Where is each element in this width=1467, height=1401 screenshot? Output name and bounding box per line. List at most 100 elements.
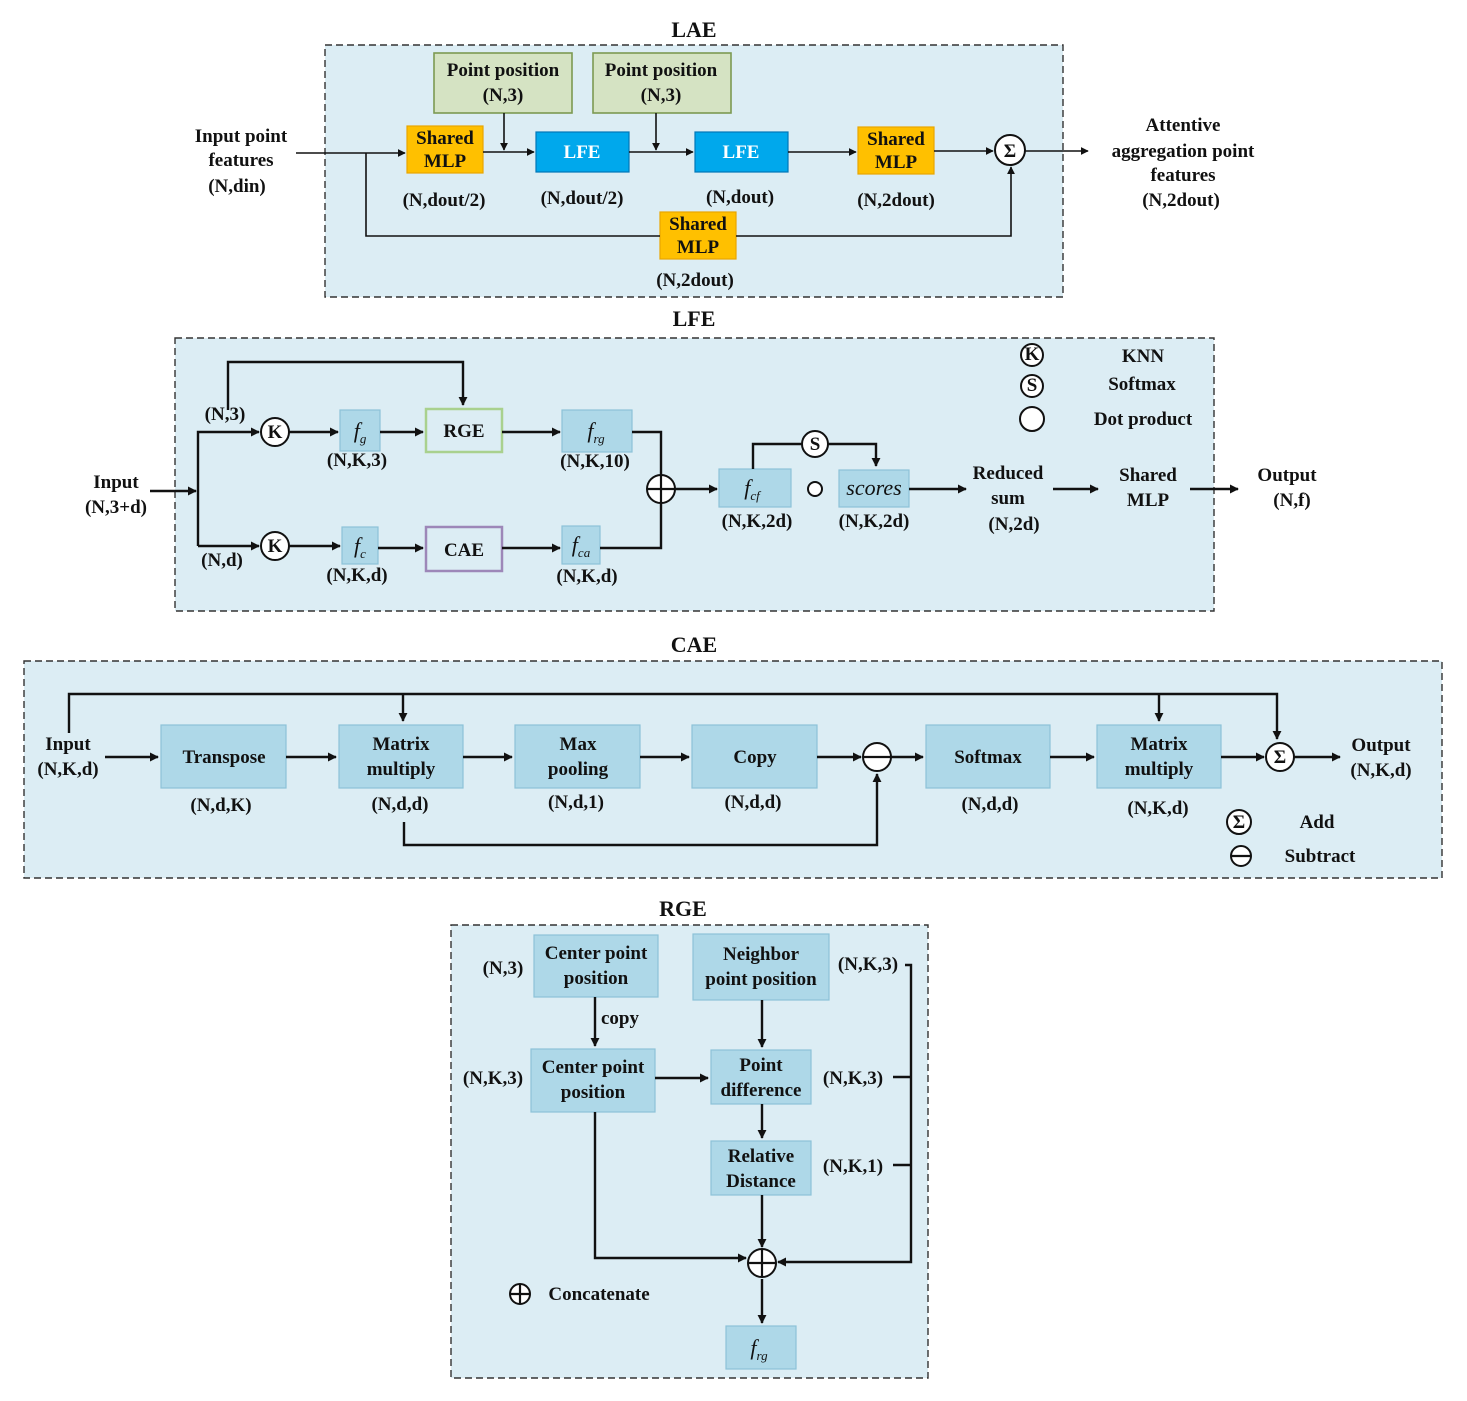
lae-lfe-1-label: LFE <box>564 142 601 163</box>
lae-input-line-3: (N,din) <box>208 176 266 197</box>
rge-center-point-1-line-2: position <box>564 968 629 989</box>
lfe-f-rg-label: frg <box>587 418 605 446</box>
lae-section: LAE Input point features (N,din) Point p… <box>195 17 1255 298</box>
lfe-legend-knn-icon <box>1020 343 1044 367</box>
lfe-input-label: Input <box>93 472 139 493</box>
cae-legend-subtract-label: Subtract <box>1285 846 1356 867</box>
lae-point-position-box-1 <box>433 52 573 114</box>
rge-center-point-2-line-1: Center point <box>542 1057 645 1078</box>
lfe-legend-softmax-icon <box>1020 374 1044 398</box>
cae-transpose-dim: (N,d,K) <box>190 795 251 816</box>
cae-matmul-1-box <box>338 724 464 789</box>
rge-relative-distance-dim: (N,K,1) <box>823 1156 883 1177</box>
lfe-cae-box <box>424 525 504 573</box>
cae-output-dim: (N,K,d) <box>1350 760 1411 781</box>
lae-shared-mlp-3-line-2: MLP <box>677 237 720 258</box>
cae-legend-add-icon <box>1226 809 1252 835</box>
cae-max-pooling-box <box>514 724 641 789</box>
lae-shared-mlp-3-dim: (N,2dout) <box>656 270 734 291</box>
cae-input-dim: (N,K,d) <box>37 759 98 780</box>
rge-legend: Concatenate <box>509 1283 650 1305</box>
rge-center-point-1-dim: (N,3) <box>483 958 524 979</box>
cae-softmax-dim: (N,d,d) <box>961 794 1018 815</box>
lae-lfe-2 <box>694 131 789 173</box>
cae-copy-box <box>691 724 818 789</box>
lae-shared-mlp-2-line-2: MLP <box>875 152 918 173</box>
lae-shared-mlp-1-dim: (N,dout/2) <box>403 190 486 211</box>
lae-shared-mlp-1-line-2: MLP <box>424 151 467 172</box>
lae-title: LAE <box>671 17 716 42</box>
cae-matmul-2-line-2: multiply <box>1125 759 1194 780</box>
lae-sum-node <box>994 134 1026 166</box>
rge-copy-label: copy <box>601 1008 640 1029</box>
lfe-reduced-sum-line-1: Reduced <box>973 463 1044 484</box>
lae-point-position-box-2 <box>592 52 732 114</box>
rge-section: RGE Center point position (N,3) Neighbor… <box>450 896 929 1379</box>
lfe-shared-mlp-line-2: MLP <box>1127 490 1170 511</box>
cae-matmul-2-dim: (N,K,d) <box>1127 798 1188 819</box>
lae-output-line-1: Attentive <box>1146 115 1221 136</box>
cae-softmax-box <box>925 724 1051 789</box>
cae-section: CAE Input (N,K,d) Transpose (N,d,K) Matr… <box>23 632 1443 879</box>
lfe-f-c-box <box>341 526 379 565</box>
lfe-rge-box <box>424 407 504 454</box>
lfe-scores-dim: (N,K,2d) <box>839 511 910 532</box>
lae-lfe-1 <box>535 131 630 173</box>
lfe-input-dim: (N,3+d) <box>85 497 147 518</box>
lfe-f-ca-box <box>561 525 601 565</box>
lae-shared-mlp-2-dim: (N,2dout) <box>857 190 935 211</box>
rge-f-rg-box <box>725 1325 797 1370</box>
cae-title: CAE <box>671 632 717 657</box>
lae-sum-symbol: Σ <box>1004 141 1016 162</box>
lae-point-position-1-label: Point position <box>447 60 560 81</box>
cae-max-pooling-line-2: pooling <box>548 759 609 780</box>
cae-matmul-1-dim: (N,d,d) <box>371 794 428 815</box>
lfe-legend-knn-symbol: K <box>1025 344 1040 365</box>
lfe-f-g-box <box>339 409 381 452</box>
rge-neighbor-point-box <box>692 933 830 1001</box>
lfe-legend-knn-label: KNN <box>1122 346 1165 367</box>
lfe-branch-top-dim: (N,3) <box>205 404 246 425</box>
lae-shared-mlp-3-line-1: Shared <box>669 214 727 235</box>
rge-relative-distance-line-1: Relative <box>728 1146 794 1167</box>
cae-matmul-2-line-1: Matrix <box>1131 734 1188 755</box>
lfe-cae-label: CAE <box>444 540 484 561</box>
rge-center-point-1-line-1: Center point <box>545 943 648 964</box>
lfe-connectors <box>150 360 1239 553</box>
lae-output-line-2: aggregation point <box>1112 141 1255 162</box>
lfe-f-ca-label: fca <box>572 532 591 560</box>
cae-softmax-label: Softmax <box>954 747 1022 768</box>
cae-matmul-1-line-2: multiply <box>367 759 436 780</box>
lfe-legend-dot-product-label: Dot product <box>1094 409 1193 430</box>
rge-legend-concat-label: Concatenate <box>548 1284 649 1305</box>
cae-matmul-1-line-1: Matrix <box>373 734 430 755</box>
cae-connectors <box>67 692 1341 847</box>
cae-add-symbol: Σ <box>1274 747 1286 768</box>
lfe-f-cf-label: fcf <box>744 475 762 503</box>
lae-output-line-4: (N,2dout) <box>1142 190 1220 211</box>
cae-max-pooling-dim: (N,d,1) <box>548 792 604 813</box>
lae-shared-mlp-2 <box>857 126 935 175</box>
lfe-legend-dot-product-icon <box>1019 406 1045 432</box>
lfe-section: LFE Input (N,3+d) (N,3) (N,d) K K fg (N,… <box>85 306 1317 612</box>
cae-matmul-2-box <box>1096 724 1222 789</box>
lfe-output-label: Output <box>1257 465 1317 486</box>
lfe-scores-box <box>838 469 910 508</box>
lfe-legend-softmax-label: Softmax <box>1108 374 1176 395</box>
rge-center-point-2-dim: (N,K,3) <box>463 1068 523 1089</box>
lfe-rge-label: RGE <box>443 421 484 442</box>
lae-input-label: Input point features (N,din) <box>195 126 288 197</box>
cae-output-label: Output <box>1351 735 1411 756</box>
cae-transpose-box <box>160 724 287 789</box>
rge-panel <box>450 924 929 1379</box>
lfe-f-c-dim: (N,K,d) <box>326 565 387 586</box>
lae-output-line-3: features <box>1150 165 1215 186</box>
lfe-branch-bottom-dim: (N,d) <box>201 550 243 571</box>
rge-f-rg-label: frg <box>750 1335 768 1363</box>
lfe-f-rg-dim: (N,K,10) <box>560 451 630 472</box>
cae-input-label: Input <box>45 734 91 755</box>
rge-point-difference-line-2: difference <box>721 1080 802 1101</box>
rge-point-difference-box <box>710 1049 812 1105</box>
lfe-legend-softmax-symbol: S <box>1027 375 1038 396</box>
